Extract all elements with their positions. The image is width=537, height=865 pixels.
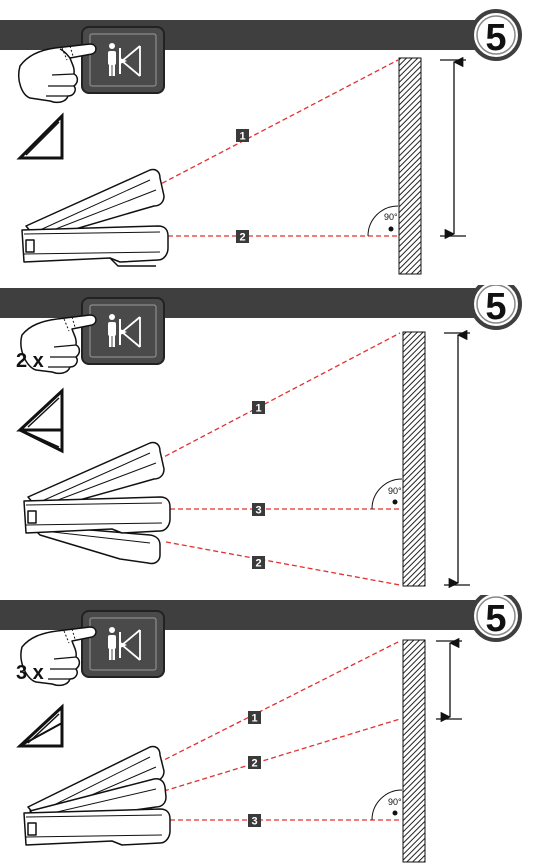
wall-hatch <box>402 331 426 587</box>
step-badge: 5 <box>470 595 522 642</box>
tag-1: 1 <box>252 401 265 415</box>
step-badge: 5 <box>470 9 522 61</box>
laser-line-1 <box>157 332 401 461</box>
dimension-arrow <box>444 329 470 589</box>
hand-press-icon <box>18 43 97 104</box>
press-count: 3 x <box>16 662 44 684</box>
right-angle-marker: 90° <box>371 478 402 510</box>
svg-text:90°: 90° <box>384 212 398 222</box>
laser-line-1 <box>157 640 401 764</box>
right-angle-marker: 90° <box>371 789 402 821</box>
person-laser-icon <box>108 627 141 661</box>
svg-text:1: 1 <box>255 403 261 415</box>
hand-press-icon <box>20 314 97 375</box>
svg-text:90°: 90° <box>388 486 402 496</box>
distance-meter-device <box>23 441 171 565</box>
indirect-height-icon <box>16 387 64 454</box>
tag-2: 2 <box>236 230 249 244</box>
step-number: 5 <box>485 286 506 328</box>
tag-3: 3 <box>248 814 261 828</box>
tag-2: 2 <box>248 756 261 770</box>
svg-text:2: 2 <box>255 558 261 570</box>
press-count: 2 x <box>16 350 44 372</box>
header-bar <box>0 600 490 630</box>
wall-hatch <box>402 639 426 863</box>
mode-button[interactable] <box>81 26 165 94</box>
laser-line-1 <box>154 59 399 188</box>
step-badge: 5 <box>470 285 522 330</box>
svg-text:2: 2 <box>251 758 257 770</box>
distance-meter-device <box>23 745 171 846</box>
svg-text:2: 2 <box>239 232 245 244</box>
person-laser-icon <box>108 43 141 77</box>
dimension-arrow <box>440 56 466 240</box>
panel-2-diagram: 5 2 x <box>0 285 522 589</box>
mode-button[interactable] <box>81 297 165 365</box>
step-number: 5 <box>485 17 506 59</box>
mode-button[interactable] <box>81 610 165 678</box>
svg-text:3: 3 <box>255 505 261 517</box>
svg-text:3: 3 <box>251 816 257 828</box>
svg-text:1: 1 <box>239 131 245 143</box>
tag-1: 1 <box>236 129 249 143</box>
panel-1-diagram: 5 <box>0 9 522 275</box>
tag-1: 1 <box>248 711 261 725</box>
step-number: 5 <box>485 598 506 640</box>
hand-press-icon <box>20 626 97 687</box>
wall-hatch <box>398 57 422 275</box>
person-laser-icon <box>108 314 141 348</box>
tag-3: 3 <box>252 503 265 517</box>
tag-2: 2 <box>252 556 265 570</box>
triangle-mode-icon <box>16 703 64 748</box>
svg-text:1: 1 <box>251 713 257 725</box>
header-bar <box>0 288 490 318</box>
panel-1: 5 <box>0 0 537 285</box>
right-angle-marker: 90° <box>367 205 398 237</box>
laser-line-2 <box>165 541 401 586</box>
panel-2: 5 2 x <box>0 285 537 595</box>
panel-3-diagram: 5 3 x <box>0 595 522 863</box>
dimension-arrow <box>436 637 462 723</box>
distance-meter-device <box>21 168 169 267</box>
laser-line-2 <box>163 718 401 792</box>
svg-text:90°: 90° <box>388 797 402 807</box>
triangle-mode-icon <box>16 112 64 160</box>
panel-3: 5 3 x <box>0 595 537 865</box>
